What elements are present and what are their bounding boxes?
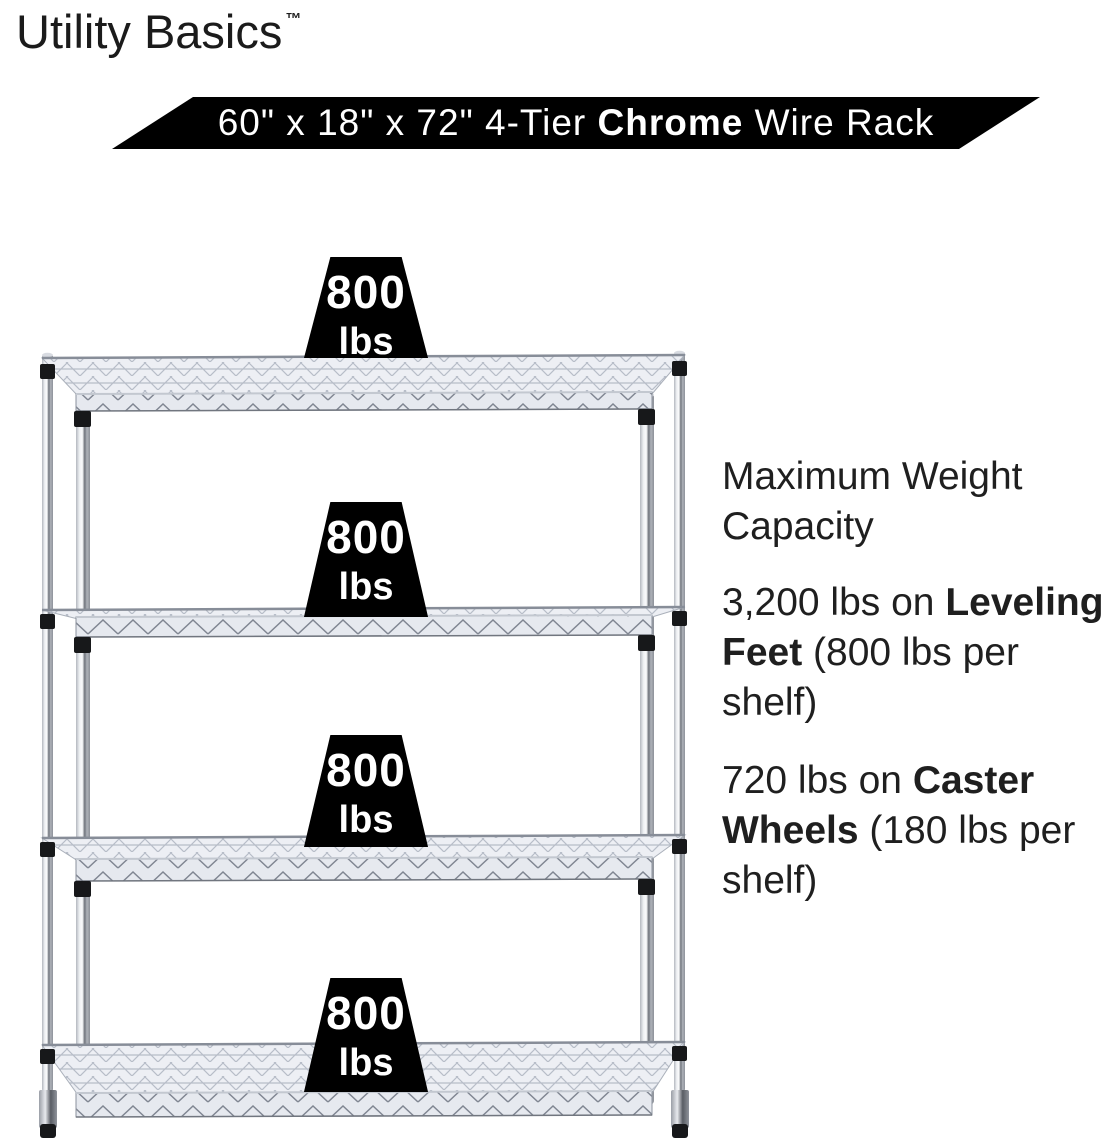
- weight-unit: lbs: [338, 1042, 394, 1084]
- weight-value: 800: [326, 744, 406, 796]
- weight-unit: lbs: [338, 566, 394, 608]
- rack-leveling-feet: [39, 1090, 689, 1138]
- weight-value: 800: [326, 511, 406, 563]
- brand-name: Utility Basics: [16, 5, 283, 58]
- weight-value: 800: [326, 266, 406, 318]
- product-title: 60" x 18" x 72" 4-Tier Chrome Wire Rack: [217, 102, 935, 143]
- rack-back-posts: [42, 350, 685, 1092]
- weight-unit: lbs: [338, 799, 394, 841]
- weight-unit: lbs: [338, 321, 394, 363]
- wire-rack-image: [39, 350, 689, 1138]
- rack-shelf-3: [40, 833, 687, 897]
- title-banner: 60" x 18" x 72" 4-Tier Chrome Wire Rack: [112, 97, 1040, 149]
- rack-shelf-1: [40, 353, 687, 427]
- weight-value: 800: [326, 987, 406, 1039]
- weight-badge-shelf-1: 800 lbs: [303, 257, 429, 363]
- trademark-symbol: ™: [285, 11, 302, 28]
